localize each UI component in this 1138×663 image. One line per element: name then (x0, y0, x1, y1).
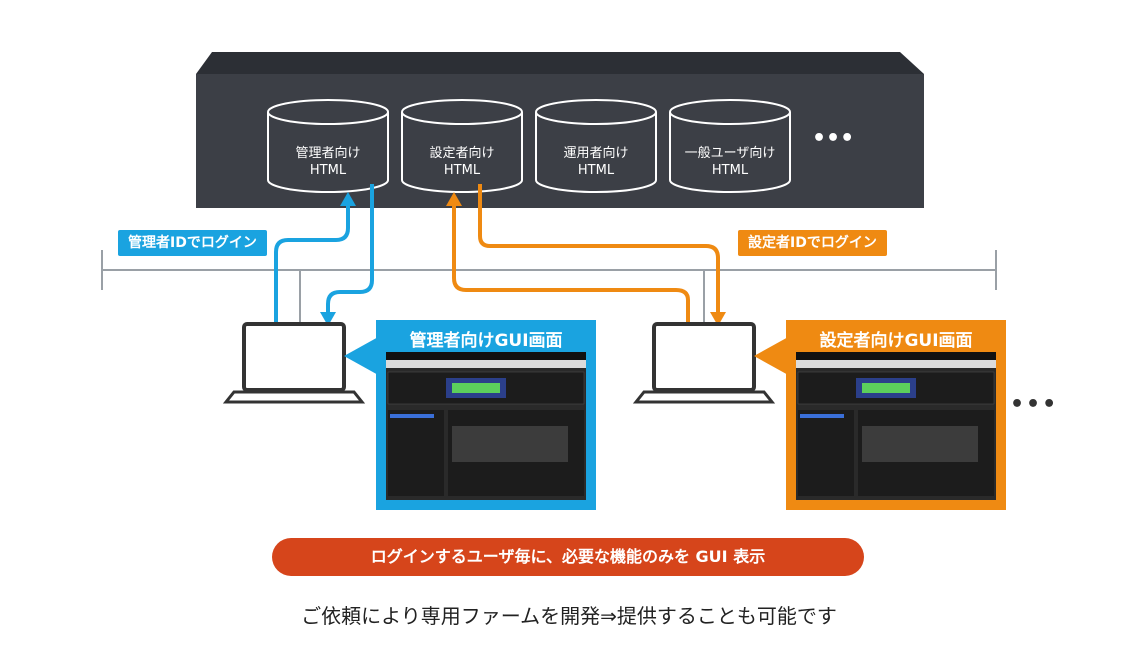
server-more-dots: ••• (812, 126, 855, 151)
laptop-config (632, 322, 776, 404)
admin-arrow-down-head (320, 312, 336, 326)
db-config-line2: HTML (443, 163, 481, 178)
db-operator-line2: HTML (577, 163, 615, 178)
config-gui-screenshot (796, 352, 996, 500)
admin-arrows (274, 184, 374, 322)
db-operator-label: 運用者向け HTML (536, 145, 656, 179)
db-general-line2: HTML (711, 163, 749, 178)
more-dots-right: ••• (1010, 392, 1059, 417)
db-admin-label: 管理者向け HTML (268, 145, 388, 179)
db-admin (267, 99, 389, 193)
db-general-label: 一般ユーザ向け HTML (670, 145, 790, 179)
db-config-line1: 設定者向け (429, 146, 495, 161)
admin-callout-pointer (344, 336, 380, 376)
config-arrow-down-head (710, 312, 726, 326)
admin-login-tag: 管理者IDでログイン (118, 230, 267, 256)
db-general-line1: 一般ユーザ向け (684, 146, 776, 161)
admin-arrow-up-head (340, 192, 356, 206)
db-operator-line1: 運用者向け (563, 146, 629, 161)
footer-note: ご依頼により専用ファームを開発⇒提供することも可能です (301, 604, 837, 628)
db-admin-line2: HTML (309, 163, 347, 178)
server-top (196, 52, 924, 74)
network-line (101, 250, 997, 322)
db-general (669, 99, 791, 193)
db-operator (535, 99, 657, 193)
laptop-admin (222, 322, 366, 404)
db-config-label: 設定者向け HTML (402, 145, 522, 179)
config-login-tag: 設定者IDでログイン (738, 230, 887, 256)
config-panel-title: 設定者向けGUI画面 (819, 331, 973, 351)
admin-gui-screenshot (386, 352, 586, 500)
admin-panel-title: 管理者向けGUI画面 (409, 331, 563, 351)
config-arrow-up-head (446, 192, 462, 206)
db-config (401, 99, 523, 193)
feature-banner: ログインするユーザ毎に、必要な機能のみを GUI 表示 (272, 538, 864, 576)
config-callout-pointer (754, 336, 790, 376)
db-admin-line1: 管理者向け (295, 146, 361, 161)
config-arrows (452, 184, 720, 322)
